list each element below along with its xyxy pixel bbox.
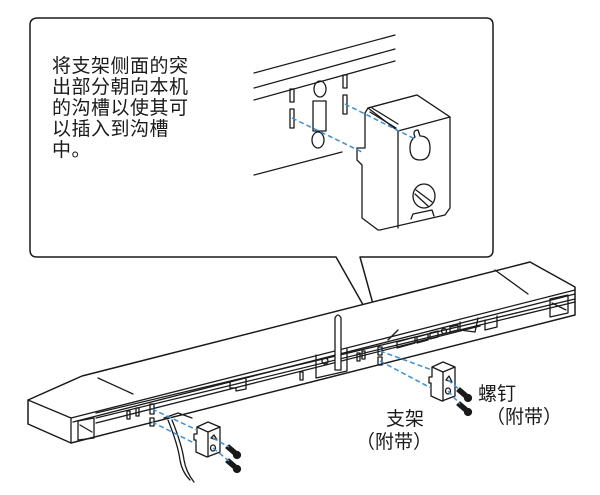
instruction-line: 中。	[52, 139, 92, 161]
instruction-text: 将支架侧面的突 出部分朝向本机 的沟槽以使其可 以插入到沟槽 中。	[52, 56, 227, 161]
bracket-closeup	[356, 94, 451, 231]
alignment-guides	[151, 103, 461, 462]
screw	[463, 393, 473, 403]
power-cable	[167, 419, 191, 481]
hole	[311, 131, 325, 149]
screw	[463, 407, 473, 417]
screw-label: 螺钉	[478, 383, 517, 405]
screws-left	[225, 444, 242, 474]
instruction-line: 出部分朝向本机	[52, 76, 189, 98]
screws-right	[456, 387, 473, 417]
instruction-line: 以插入到沟槽	[52, 118, 170, 140]
hole	[313, 80, 327, 98]
screw-supplied-note: （附带）	[486, 406, 563, 428]
rear-panel-closeup	[253, 34, 396, 176]
screw	[232, 464, 242, 474]
instruction-line: 将支架侧面的突	[52, 55, 189, 77]
slot	[342, 74, 348, 89]
bracket-label: 支架	[386, 408, 425, 430]
instruction-line: 的沟槽以使其可	[52, 97, 189, 119]
screw	[232, 450, 242, 460]
callout-bubble	[29, 17, 494, 341]
terminal-panel	[387, 324, 459, 349]
slot	[289, 88, 295, 103]
bracket-right	[428, 361, 456, 402]
antenna	[315, 314, 348, 379]
soundbar	[27, 261, 576, 483]
hole	[312, 100, 327, 132]
bracket-supplied-note: （附带）	[356, 431, 433, 453]
